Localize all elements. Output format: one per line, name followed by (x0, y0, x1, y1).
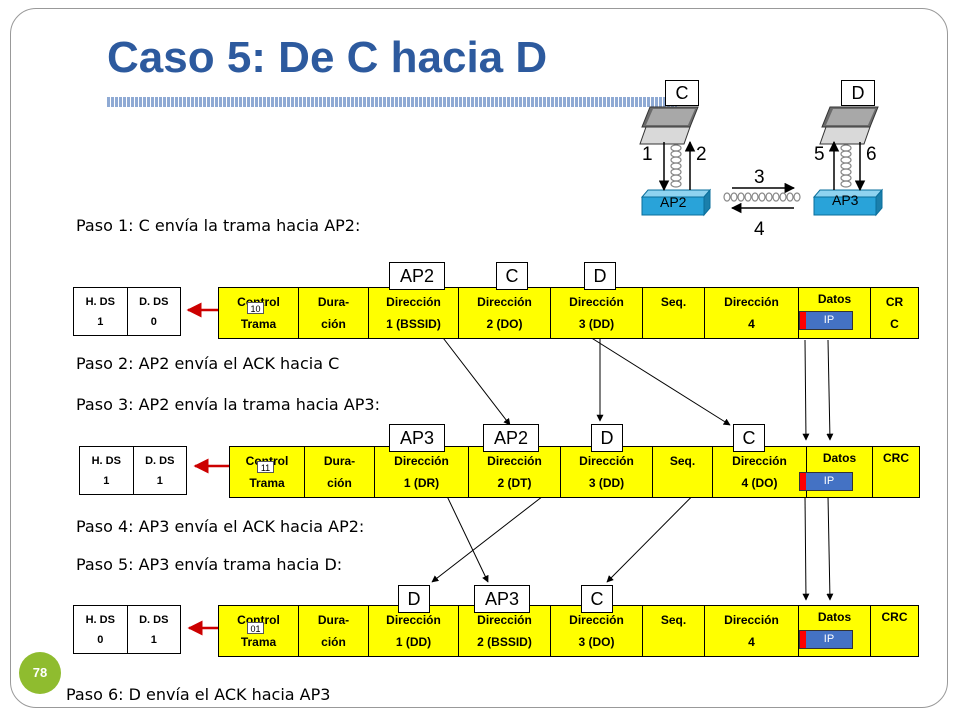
address-label: AP3 (389, 424, 445, 452)
from-ds-header: D. DS (139, 613, 169, 626)
mapping-arrow (436, 329, 511, 426)
to-ds-header: H. DS (91, 454, 121, 467)
arrow-label-1: 1 (642, 144, 653, 165)
mapping-arrow (826, 495, 834, 601)
address-label: C (733, 424, 765, 452)
ds-bits-table: H. DS 0 D. DS 1 (73, 605, 181, 654)
wireless-link-icon (723, 192, 801, 202)
ap3-label: AP3 (832, 192, 859, 208)
address-label: AP2 (389, 262, 445, 290)
cell-seq: Seq. (642, 605, 705, 657)
ds-bits-table: H. DS 1 D. DS 0 (73, 287, 181, 336)
address-label: C (581, 585, 613, 613)
from-ds-value: 1 (150, 633, 157, 646)
station-c-label: C (665, 80, 699, 106)
laptop-icon (819, 106, 879, 145)
address-label: AP2 (483, 424, 539, 452)
step-3: Paso 3: AP2 envía la trama hacia AP3: (76, 395, 380, 414)
from-ds-value: 0 (150, 315, 157, 328)
step-6: Paso 6: D envía el ACK hacia AP3 (66, 685, 331, 704)
from-ds-header: D. DS (145, 454, 175, 467)
wireless-link-icon (670, 144, 682, 188)
arrow-label-6: 6 (866, 144, 877, 165)
address-label: C (496, 262, 528, 290)
fc-ds-value: 01 (247, 622, 264, 634)
station-d-label: D (841, 80, 875, 106)
mapping-arrow (826, 339, 834, 441)
access-point-icon (812, 188, 884, 217)
from-ds-value: 1 (156, 474, 163, 487)
slide-title: Caso 5: De C hacia D (107, 33, 548, 82)
address-label: D (591, 424, 623, 452)
arrow-label-2: 2 (696, 144, 707, 165)
cell-seq: Seq. (642, 287, 705, 339)
arrow-label-4: 4 (754, 219, 765, 240)
address-label: D (584, 262, 616, 290)
to-ds-header: H. DS (85, 295, 115, 308)
ip-payload: IP (799, 311, 853, 330)
mapping-arrow (431, 485, 557, 583)
to-ds-value: 0 (97, 633, 104, 646)
cell-crc: CRC (872, 446, 920, 498)
title-underline (107, 97, 677, 107)
step-2: Paso 2: AP2 envía el ACK hacia C (76, 354, 340, 373)
ap2-label: AP2 (660, 194, 687, 210)
cell-seq: Seq. (652, 446, 713, 498)
cell-datos: Datos (806, 446, 873, 498)
mapping-arrow (802, 495, 810, 601)
cell-duracion: Dura-ción (298, 287, 369, 339)
ip-payload: IP (799, 630, 853, 649)
ds-bits-table: H. DS 1 D. DS 1 (79, 446, 187, 495)
step-5: Paso 5: AP3 envía trama hacia D: (76, 555, 343, 574)
wireless-link-icon (840, 144, 852, 188)
slide-frame (10, 8, 948, 708)
mapping-arrow (802, 339, 810, 441)
ip-payload: IP (799, 472, 853, 491)
cell-duracion: Dura-ción (304, 446, 375, 498)
address-label: D (398, 585, 430, 613)
slide-number-badge: 78 (19, 652, 61, 694)
fc-ds-value: 11 (257, 461, 274, 473)
from-ds-header: D. DS (139, 295, 169, 308)
step-1: Paso 1: C envía la trama hacia AP2: (76, 216, 361, 235)
arrow-label-5: 5 (814, 144, 825, 165)
address-label: AP3 (474, 585, 530, 613)
laptop-icon (639, 106, 699, 145)
arrow-label-3: 3 (754, 167, 765, 188)
to-ds-header: H. DS (85, 613, 115, 626)
step-4: Paso 4: AP3 envía el ACK hacia AP2: (76, 517, 365, 536)
to-ds-value: 1 (103, 474, 110, 487)
access-point-icon (640, 188, 712, 217)
to-ds-value: 1 (97, 315, 104, 328)
fc-ds-value: 10 (247, 302, 264, 314)
cell-crc: CRC (870, 605, 919, 657)
cell-duracion: Dura-ción (298, 605, 369, 657)
